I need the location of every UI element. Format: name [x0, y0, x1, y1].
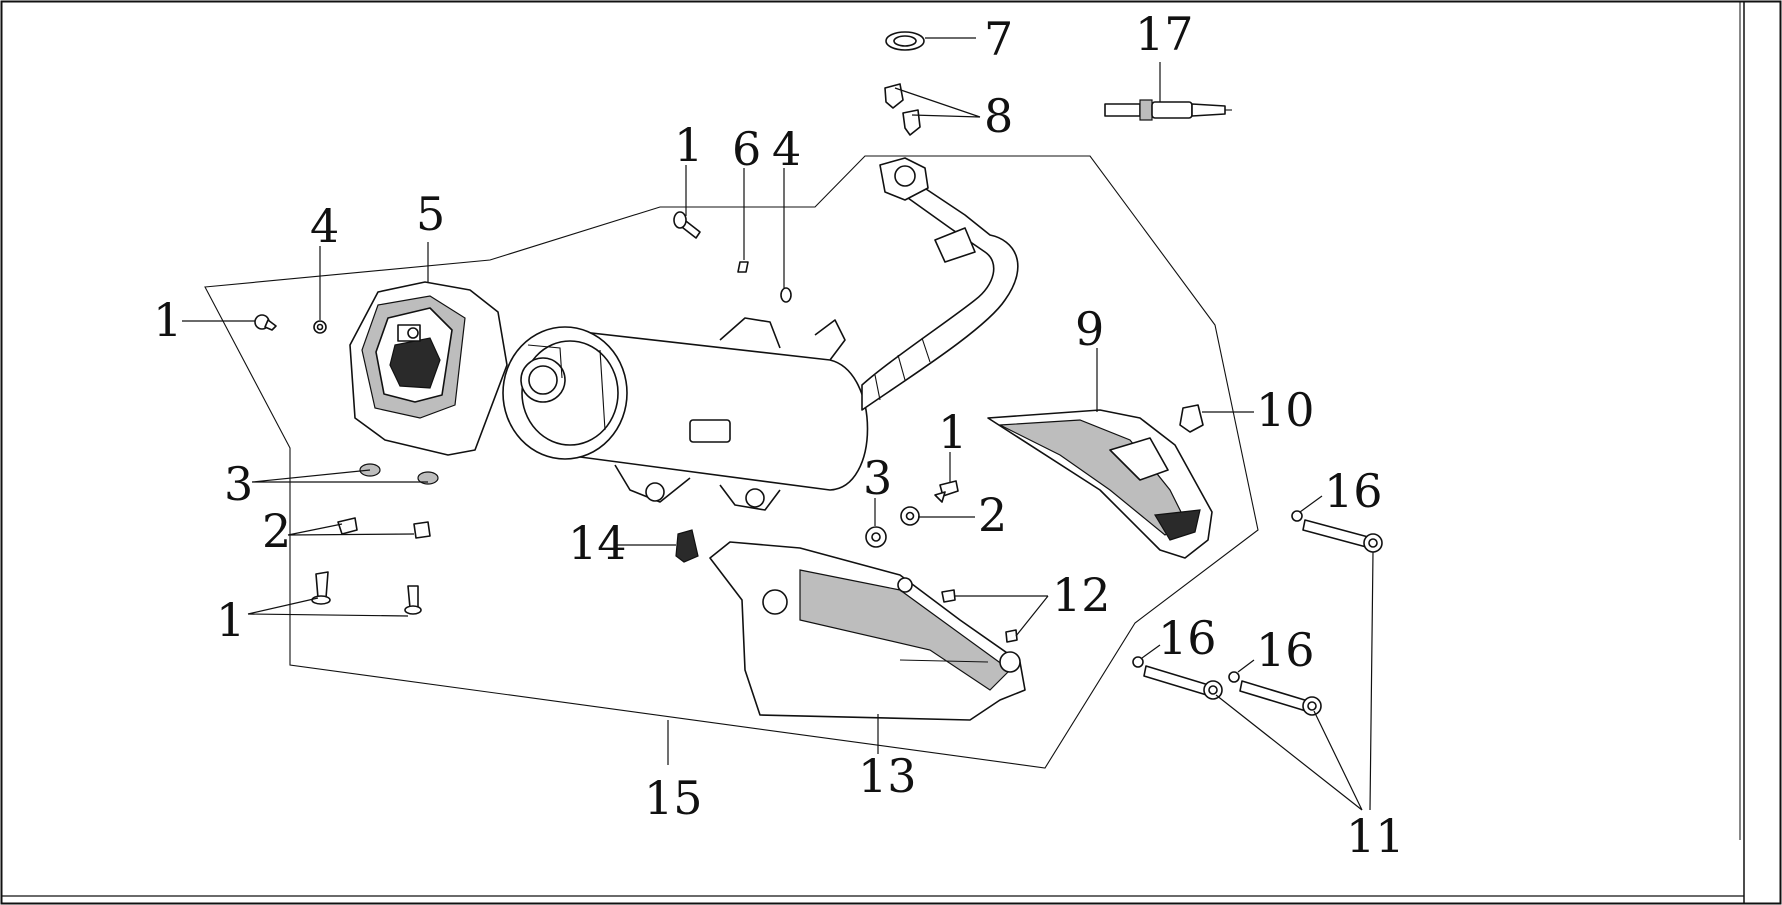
- exhaust-pipe: [861, 157, 1019, 411]
- callout-1-left: 1: [153, 293, 182, 347]
- callout-17: 17: [1135, 7, 1194, 61]
- callout-12: 12: [1052, 568, 1111, 622]
- callout-1-mid: 1: [938, 405, 967, 459]
- heat-shield-upper: [987, 409, 1213, 559]
- heat-shield-lower: [709, 541, 1026, 721]
- callout-10: 10: [1256, 383, 1315, 437]
- callout-7: 7: [984, 12, 1013, 66]
- callout-1-top: 1: [674, 118, 703, 172]
- callout-4-top: 4: [772, 122, 801, 176]
- leader-lines: [182, 37, 1374, 811]
- callout-11: 11: [1346, 809, 1405, 863]
- callouts: 1 4 5 3 2 1 1 6 4 7 8 17 9 10 1 3 2 14 1…: [153, 7, 1405, 863]
- assembly-boundary: [204, 155, 1259, 769]
- callout-2-left: 2: [262, 504, 291, 558]
- callout-9: 9: [1075, 302, 1104, 356]
- callout-14: 14: [568, 516, 627, 570]
- callout-2-mid: 2: [978, 488, 1007, 542]
- callout-16-left: 16: [1158, 611, 1217, 665]
- small-hardware: [254, 31, 1383, 716]
- callout-4-left: 4: [310, 199, 339, 253]
- callout-13: 13: [858, 749, 917, 803]
- muffler-body: [502, 317, 869, 511]
- muffler-end-cap: [349, 281, 508, 456]
- callout-16-mid: 16: [1256, 623, 1315, 677]
- callout-5: 5: [416, 187, 445, 241]
- callout-15: 15: [644, 771, 703, 825]
- callout-8: 8: [984, 89, 1013, 143]
- callout-3-mid: 3: [863, 451, 892, 505]
- callout-6: 6: [732, 122, 761, 176]
- callout-1-bottom: 1: [216, 593, 245, 647]
- callout-3-left: 3: [224, 457, 253, 511]
- callout-16-right: 16: [1324, 464, 1383, 518]
